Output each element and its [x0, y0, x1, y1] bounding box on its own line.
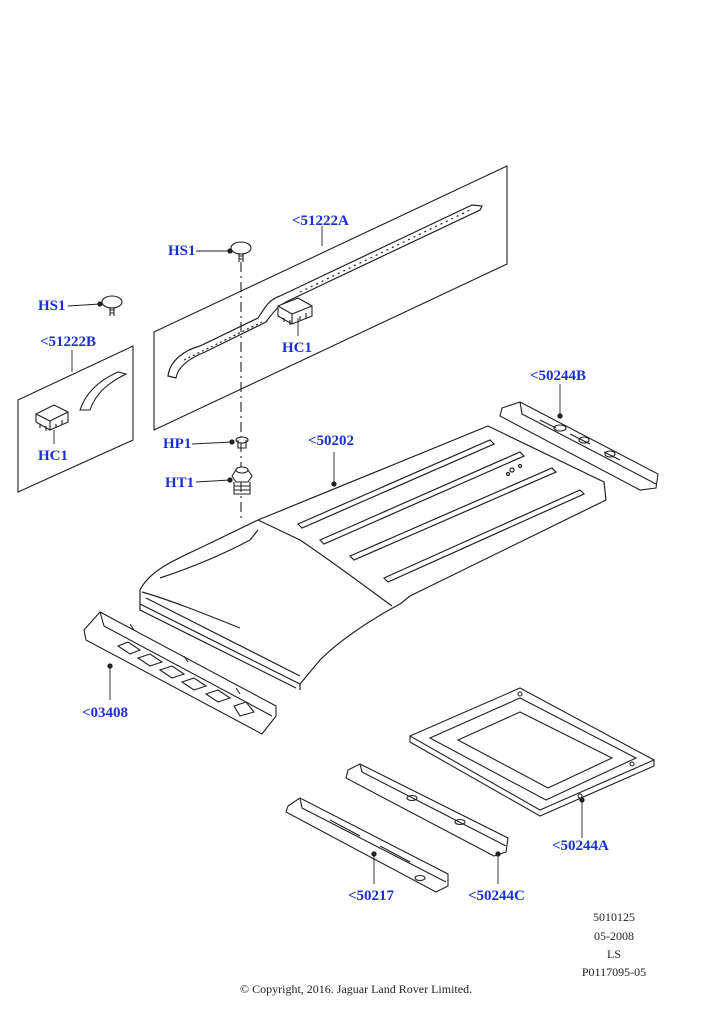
front-header-03408: [83, 611, 277, 735]
leader-lines: [53, 226, 585, 884]
meta-date: 05-2008: [594, 929, 634, 943]
clip-hc1-left: [35, 404, 69, 431]
nut-ht1: [231, 466, 253, 495]
callout-51222b[interactable]: <51222B: [40, 334, 97, 350]
callout-51222a[interactable]: <51222A: [292, 213, 349, 229]
roof-rail-molding: [167, 204, 483, 379]
copyright-notice: © Copyright, 2016. Jaguar Land Rover Lim…: [240, 982, 473, 996]
roof-panel: [139, 425, 607, 690]
sunroof-frame-50244a: [408, 687, 656, 817]
callout-50244a[interactable]: <50244A: [552, 838, 609, 854]
roof-bow-50217: [285, 797, 449, 893]
callout-ht1[interactable]: HT1: [165, 475, 195, 491]
callout-50217[interactable]: <50217: [348, 888, 395, 904]
meta-code: 5010125: [593, 910, 635, 924]
stud-hs1-top: [230, 241, 252, 262]
callout-50202[interactable]: <50202: [308, 433, 355, 449]
callout-hc1-left[interactable]: HC1: [38, 448, 68, 464]
callout-hc1-top[interactable]: HC1: [282, 340, 312, 356]
plug-hp1: [235, 436, 249, 449]
callout-50244b[interactable]: <50244B: [530, 368, 587, 384]
group-box-51222a: [153, 165, 508, 431]
meta-illustration-id: P0117095-05: [581, 965, 647, 979]
callout-50244c[interactable]: <50244C: [468, 888, 525, 904]
callout-hs1-top[interactable]: HS1: [168, 243, 196, 259]
molding-end-piece: [79, 371, 128, 411]
callout-hs1-left[interactable]: HS1: [38, 298, 66, 314]
clip-hc1-top: [277, 297, 313, 325]
rear-header-50244b: [499, 401, 659, 491]
meta-model: LS: [606, 947, 621, 961]
stud-hs1-left: [101, 295, 123, 316]
callout-03408[interactable]: <03408: [82, 705, 129, 721]
group-box-51222b: [17, 345, 134, 493]
callout-hp1[interactable]: HP1: [163, 436, 192, 452]
roof-bow-50244c: [345, 763, 509, 857]
